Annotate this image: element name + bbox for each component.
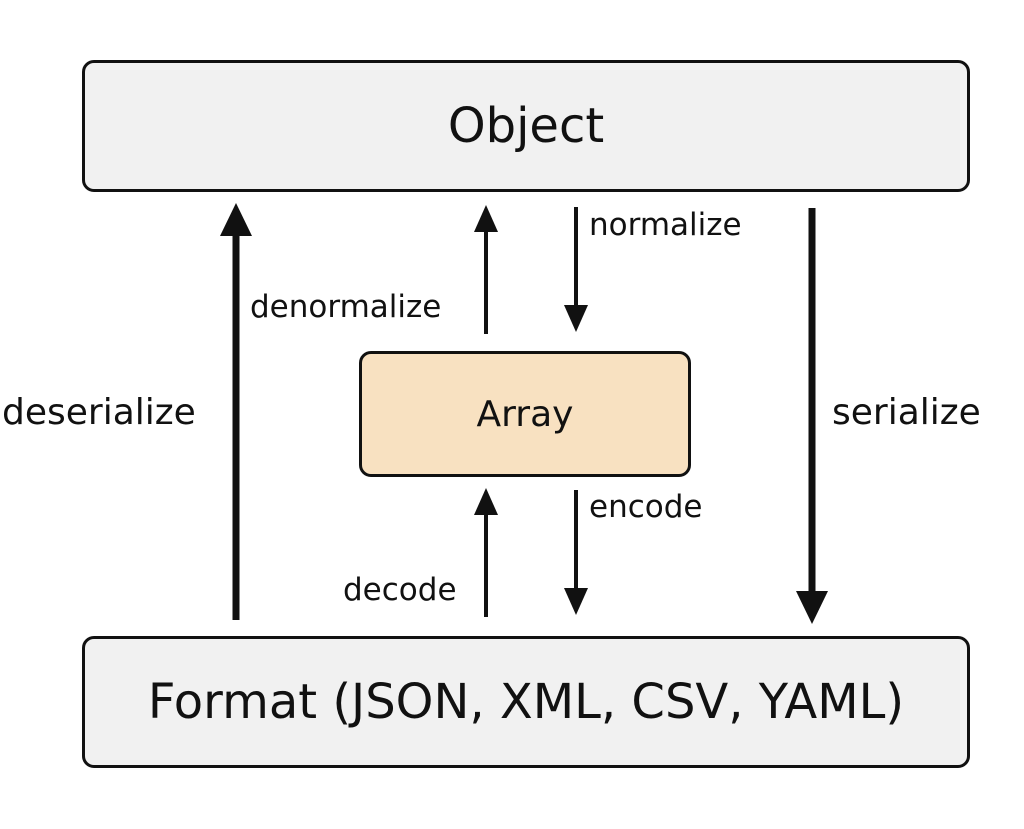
deserialize-arrow (220, 203, 252, 620)
normalize-label: normalize (589, 207, 742, 243)
object-box-label: Object (447, 98, 605, 154)
serialize-label: serialize (832, 392, 981, 433)
array-box-label: Array (476, 393, 574, 435)
object-box: Object (82, 60, 970, 192)
array-box: Array (359, 351, 691, 477)
decode-arrow (474, 488, 498, 617)
denormalize-label: denormalize (250, 289, 442, 325)
decode-label: decode (343, 572, 457, 608)
format-box: Format (JSON, XML, CSV, YAML) (82, 636, 970, 768)
format-box-label: Format (JSON, XML, CSV, YAML) (147, 674, 905, 730)
denormalize-arrow (474, 205, 498, 334)
encode-label: encode (589, 489, 703, 525)
normalize-arrow (564, 207, 588, 332)
serialize-arrow (796, 208, 828, 624)
encode-arrow (564, 490, 588, 615)
deserialize-label: deserialize (2, 392, 196, 433)
